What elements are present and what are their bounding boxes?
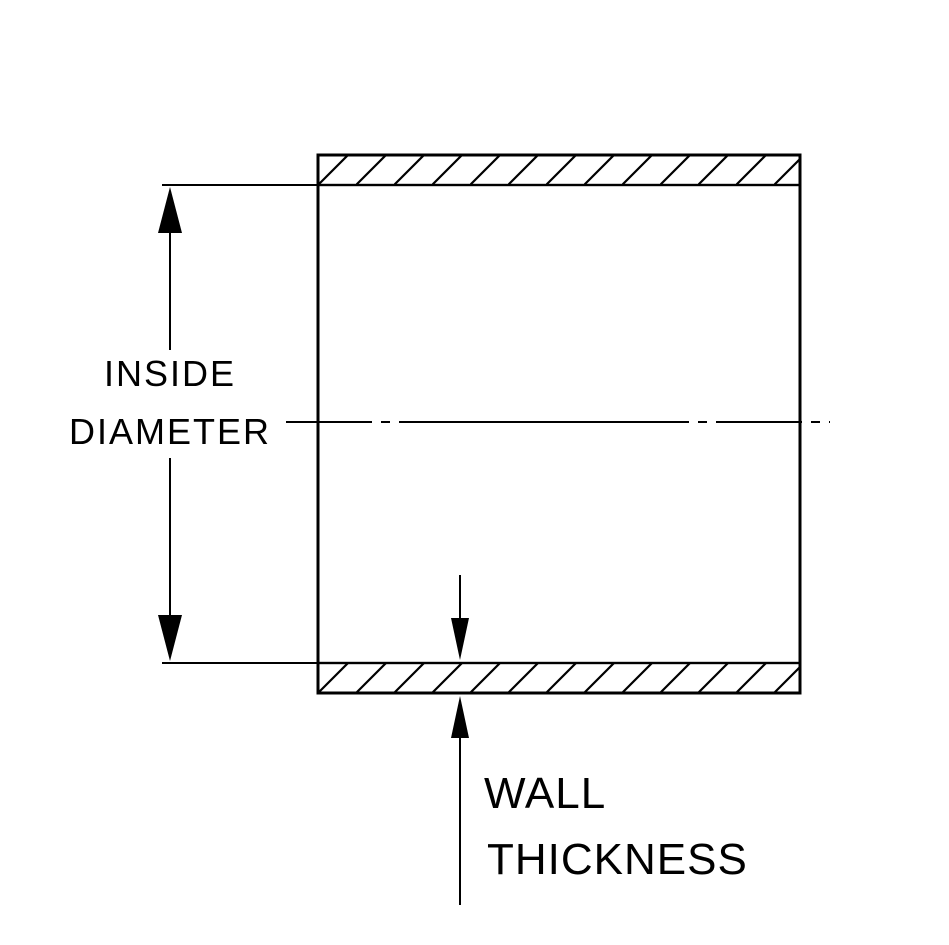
tube-bottom-wall-hatched (316, 661, 802, 695)
wall-thickness-label-line1: WALL (484, 769, 607, 818)
wall-thickness-label-line2: THICKNESS (487, 835, 748, 884)
inside-diameter-dimension (158, 184, 318, 664)
inside-diameter-label-line2: DIAMETER (68, 411, 272, 452)
tube-top-wall-hatched (316, 153, 802, 187)
tube-outline (316, 153, 802, 695)
arrow-up-icon (158, 187, 182, 233)
arrow-down-icon (158, 615, 182, 661)
arrow-up-icon (451, 696, 469, 738)
arrow-down-icon (451, 618, 469, 660)
wall-thickness-dimension (451, 575, 469, 905)
tube-body (316, 153, 802, 695)
inside-diameter-label-line1: INSIDE (103, 353, 237, 394)
